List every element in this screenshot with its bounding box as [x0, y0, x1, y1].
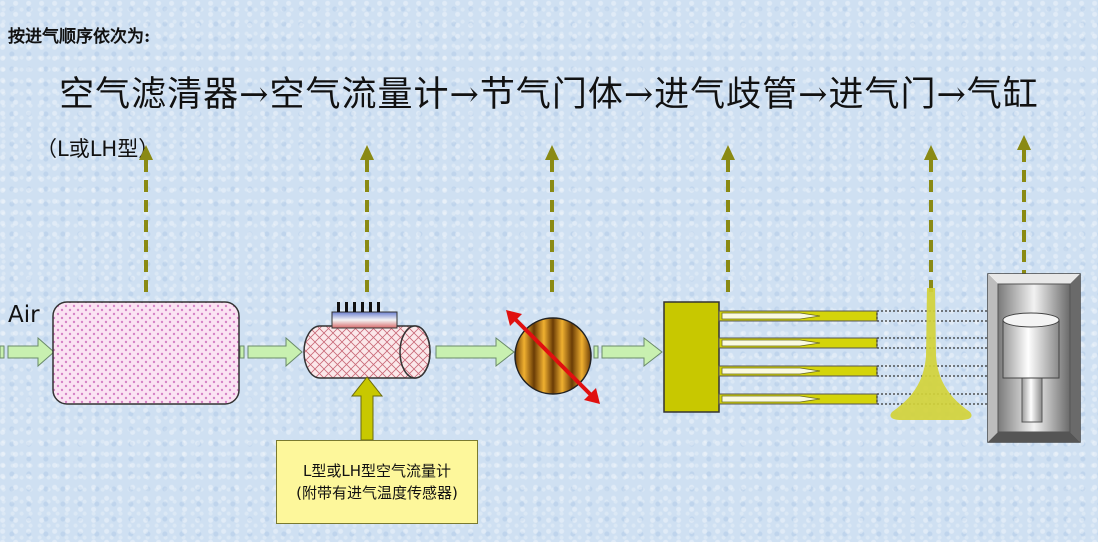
intake-valve	[890, 288, 972, 420]
right-arrow-icon	[425, 336, 515, 368]
up-arrow-icon	[139, 145, 153, 292]
air-filter	[52, 301, 240, 405]
flow-sequence-title: 空气滤清器→空气流量计→节气门体→进气歧管→进气门→气缸	[59, 75, 1039, 115]
up-arrow-icon	[721, 145, 735, 296]
up-arrow-icon	[545, 145, 559, 296]
air-flow-meter	[303, 302, 431, 379]
up-arrow-icon	[360, 145, 374, 296]
heading: 按进气顺序依次为:	[8, 27, 151, 47]
up-arrow-icon	[924, 145, 938, 296]
intake-manifold	[663, 301, 996, 413]
note-line-1: L型或LH型空气流量计	[303, 462, 451, 480]
right-arrow-icon	[593, 336, 663, 368]
up-arrow-icon	[350, 376, 384, 441]
double-headed-arrow-icon	[506, 310, 600, 404]
right-arrow-icon	[0, 336, 55, 368]
air-label: Air	[8, 302, 40, 328]
note-line-2: (附带有进气温度传感器)	[296, 484, 458, 502]
right-arrow-icon	[239, 336, 303, 368]
air-filter-type-note: （L或LH型）	[36, 137, 160, 161]
air-flow-meter-note: L型或LH型空气流量计 (附带有进气温度传感器)	[276, 440, 478, 524]
up-arrow-icon	[1017, 135, 1031, 280]
cylinder	[987, 273, 1081, 443]
